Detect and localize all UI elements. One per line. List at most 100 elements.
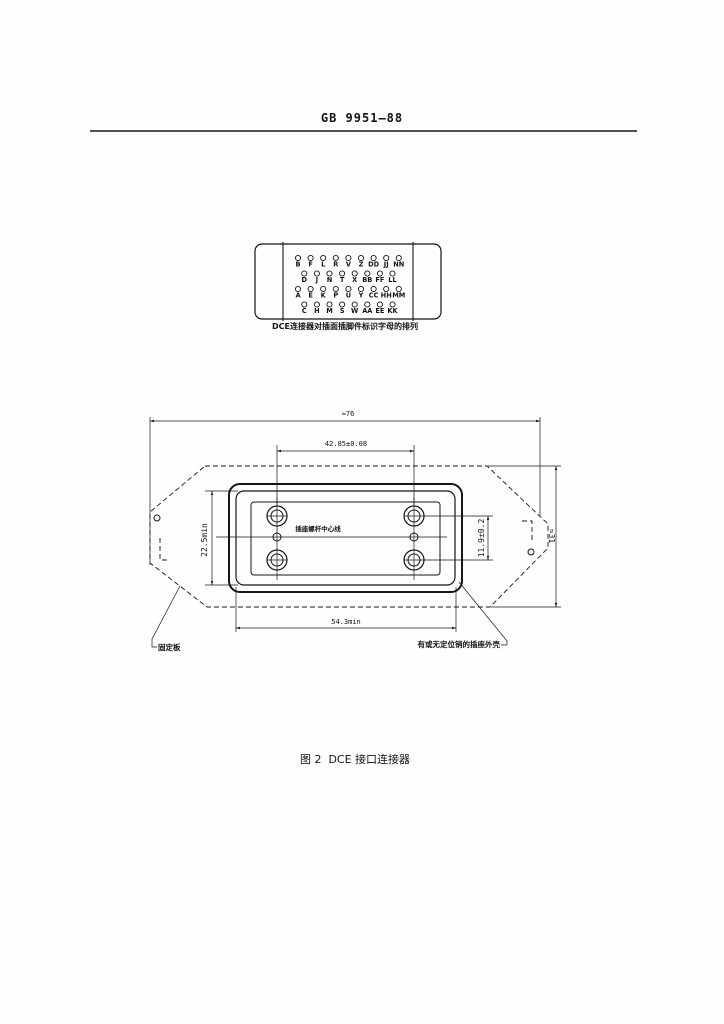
housing-insert — [250, 501, 441, 576]
plate-locating-tab-right — [522, 520, 533, 542]
pin-hole — [383, 254, 390, 262]
pin-label: R — [333, 261, 338, 269]
pin-hole — [389, 270, 396, 277]
jackscrew-bottom-left — [266, 549, 288, 571]
dim-screw-spacing-label: 42.85±0.08 — [325, 440, 367, 448]
dim-screw-vertical-label: 11.9±0.2 — [477, 519, 486, 558]
pin-hole — [370, 285, 377, 293]
pin-label: B — [295, 261, 300, 269]
pin-hole — [383, 285, 390, 293]
pin-hole — [313, 270, 320, 277]
pin-hole — [345, 285, 352, 293]
pin-hole — [364, 301, 371, 308]
pin-label: EE — [375, 307, 385, 315]
dim-inner-width-label: 54.3min — [331, 618, 361, 626]
standard-code-header: GB 9951—88 — [321, 111, 403, 125]
pin-label: Z — [359, 261, 364, 269]
pin-label: KK — [387, 307, 398, 315]
housing-outer — [228, 483, 463, 593]
center-hole-left — [272, 532, 282, 542]
figure-caption: 图 2 DCE 接口连接器 — [300, 753, 410, 766]
mounting-plate-outline — [149, 465, 549, 608]
plate-locating-tab-left — [159, 538, 170, 561]
dim-inner-height-label: 22.5min — [200, 523, 209, 557]
pin-label: V — [346, 261, 352, 269]
pin-label: AA — [362, 307, 373, 315]
pin-label: S — [340, 307, 345, 315]
pin-label: J — [315, 276, 318, 284]
dim-overall-width-label: ≈76 — [342, 410, 355, 418]
pin-hole — [307, 285, 314, 293]
pin-hole — [326, 270, 333, 277]
pin-label: H — [314, 307, 320, 315]
pin-label: JJ — [383, 261, 389, 269]
pin-label: D — [302, 276, 308, 284]
pin-hole — [370, 254, 377, 262]
pin-label: CC — [369, 292, 379, 300]
pin-label: E — [308, 292, 313, 300]
pin-label: K — [321, 292, 327, 300]
housing-label: 有或无定位销的插座外壳 — [418, 639, 501, 649]
pin-hole — [301, 270, 308, 277]
pin-hole — [357, 285, 365, 293]
pin-hole — [339, 301, 346, 308]
housing-inner — [235, 490, 456, 586]
pin-hole — [307, 254, 314, 262]
centerline-label: 插座螺杆中心线 — [295, 524, 341, 533]
pin-label: U — [346, 292, 351, 300]
connector-mounting-drawing: ≈76 42.85±0.08 — [149, 410, 561, 652]
pin-hole — [351, 270, 358, 277]
pin-hole — [294, 254, 302, 262]
pin-label: BB — [362, 276, 372, 284]
center-hole-right — [409, 532, 419, 542]
pin-hole — [320, 285, 327, 293]
pin-label: F — [308, 261, 313, 269]
housing-leader-line — [458, 581, 508, 646]
pin-hole — [389, 301, 396, 308]
plate-hole-right — [527, 548, 535, 556]
pin-label: L — [321, 261, 326, 269]
pin-label: M — [326, 307, 333, 315]
pin-hole — [320, 254, 327, 262]
pin-hole — [313, 301, 320, 308]
pin-label: T — [340, 276, 345, 284]
connector-face-outline — [254, 243, 442, 320]
dim-overall-height-label: ≈31 — [547, 529, 556, 544]
pin-label: P — [333, 292, 338, 300]
connector-face-caption: DCE连接器对插面插脚件标识字母的排列 — [272, 321, 418, 331]
jackscrew-bottom-right — [403, 549, 425, 571]
pin-hole — [364, 270, 371, 277]
pin-label: HH — [381, 292, 392, 300]
pin-hole — [326, 301, 333, 308]
pin-hole — [345, 254, 352, 262]
pin-label: W — [351, 307, 359, 315]
pin-hole — [294, 285, 302, 293]
pin-hole — [357, 254, 365, 262]
pin-label: X — [352, 276, 357, 284]
pin-hole — [332, 254, 339, 262]
pin-label: NN — [393, 261, 404, 269]
pin-label: LL — [388, 276, 397, 284]
pin-label: Y — [358, 292, 364, 300]
pin-label: MM — [392, 292, 405, 300]
pin-hole — [301, 301, 308, 308]
pin-label: C — [302, 307, 307, 315]
pin-label: A — [295, 292, 301, 300]
pin-label: DD — [368, 261, 379, 269]
plate-leader-line — [151, 585, 181, 648]
plate-hole-left — [153, 514, 161, 522]
pin-hole — [395, 254, 402, 262]
pin-hole — [339, 270, 346, 277]
pin-hole — [395, 285, 402, 293]
plate-label: 固定板 — [158, 642, 181, 652]
pin-hole — [351, 301, 358, 308]
jackscrew-top-left — [266, 505, 288, 527]
pin-hole — [376, 301, 383, 308]
pin-label: FF — [375, 276, 384, 284]
pin-label: N — [327, 276, 333, 284]
pin-hole — [376, 270, 383, 277]
